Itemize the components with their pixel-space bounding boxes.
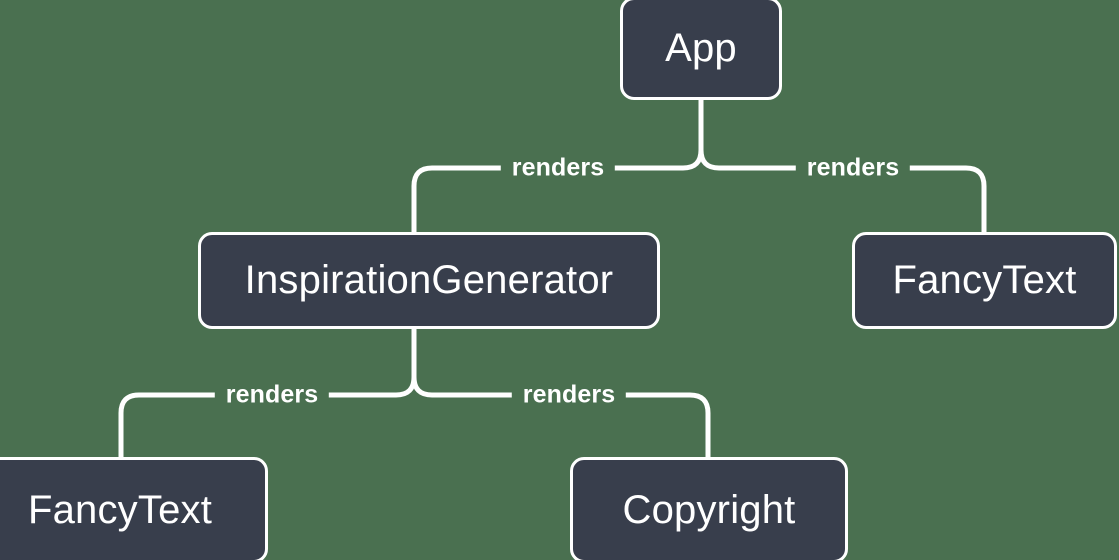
node-fancytext-right[interactable]: FancyText bbox=[852, 232, 1117, 329]
node-fancytext-bottom-left[interactable]: FancyText bbox=[0, 457, 268, 560]
edge-label-app-to-fancytext-right: renders bbox=[795, 155, 911, 181]
node-copyright[interactable]: Copyright bbox=[570, 457, 848, 560]
node-inspiration-generator-label: InspirationGenerator bbox=[244, 258, 614, 302]
edge-label-inspiration-generator-to-fancytext: renders bbox=[214, 382, 330, 408]
edge-label-inspiration-generator-to-copyright: renders bbox=[511, 382, 627, 408]
node-app[interactable]: App bbox=[620, 0, 782, 100]
node-fancytext-bottom-left-label: FancyText bbox=[27, 487, 213, 532]
node-copyright-label: Copyright bbox=[622, 487, 796, 532]
node-fancytext-right-label: FancyText bbox=[892, 258, 1077, 302]
node-app-label: App bbox=[665, 26, 737, 70]
node-inspiration-generator[interactable]: InspirationGenerator bbox=[198, 232, 660, 329]
edge-label-app-to-inspiration-generator: renders bbox=[500, 155, 616, 181]
